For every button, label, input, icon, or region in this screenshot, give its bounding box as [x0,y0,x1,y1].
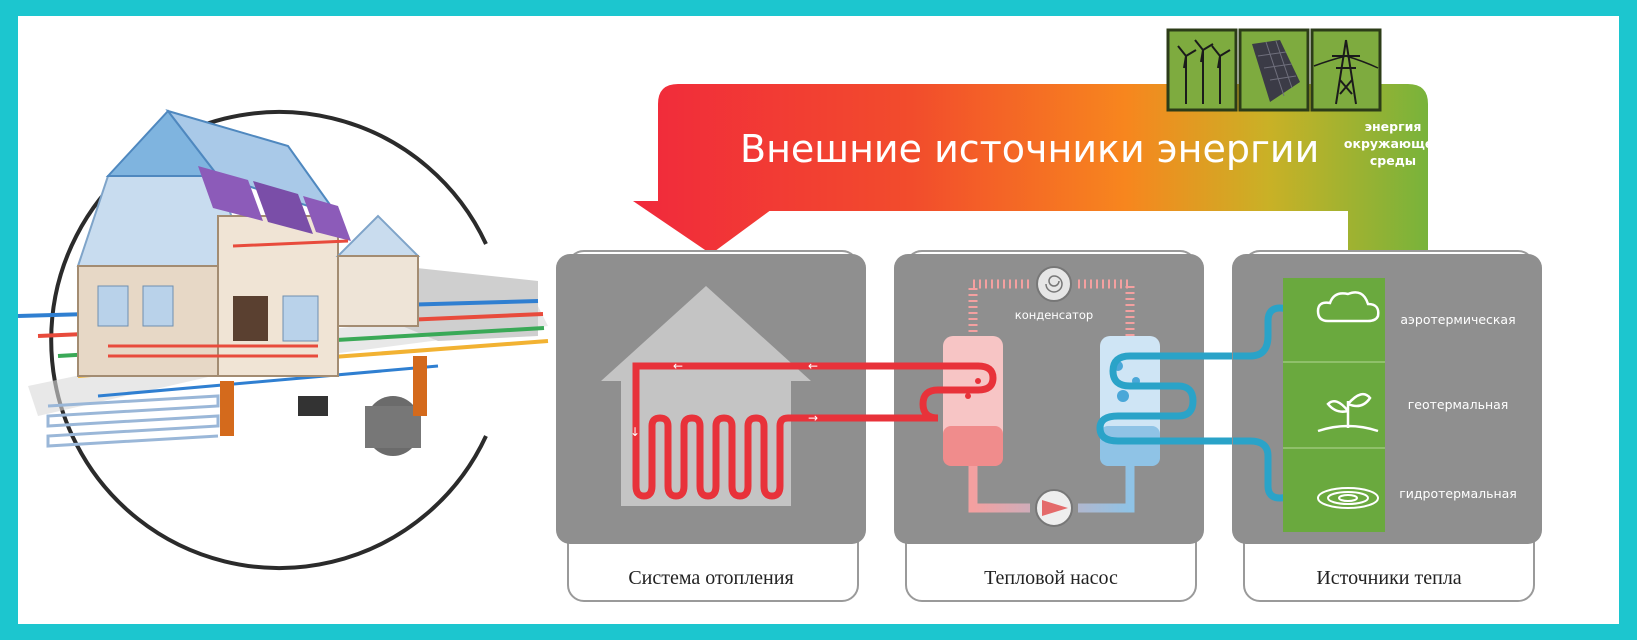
env-energy-line-3: среды [1370,153,1416,168]
power-line-icon [1310,28,1382,112]
svg-text:←: ← [673,359,683,373]
condenser-label: конденсатор [1015,308,1093,322]
heat-sources-panel: аэротермическая геотермальная гидротерма… [1232,250,1542,602]
sprout-icon [1317,392,1379,433]
heat-pump-diagram: Внешние источники энергии энергия окружа… [18,28,1542,602]
banner-title: Внешние источники энергии [740,127,1319,171]
diagram-canvas: Внешние источники энергии энергия окружа… [18,16,1619,624]
env-energy-line-1: энергия [1365,119,1422,134]
wind-turbines-icon [1166,28,1238,112]
heat-pump-panel: конденсатор Тепловой насос [893,250,1233,602]
solar-panels-icon [1238,28,1310,112]
heat-sources-label: Источники тепла [1316,567,1461,589]
heating-system-panel: ← → ← ↓ Система отопления [556,250,893,602]
heat-pump-label: Тепловой насос [984,567,1118,589]
heating-system-label: Система отопления [628,567,793,589]
water-ripple-icon [1317,487,1379,509]
svg-text:←: ← [808,359,818,373]
source-label-geo: геотермальная [1408,397,1509,412]
env-energy-line-2: окружающей [1344,136,1442,151]
energy-icons [1166,28,1382,112]
source-label-aero: аэротермическая [1400,312,1515,327]
house-illustration [18,109,549,570]
external-energy-arrow: Внешние источники энергии энергия окружа… [633,84,1442,266]
svg-text:→: → [808,411,818,425]
condenser-icon [1036,266,1072,302]
source-label-hydro: гидротермальная [1399,486,1517,501]
cloud-icon [1316,291,1380,323]
svg-text:↓: ↓ [630,425,640,439]
circle-arc [49,110,488,570]
